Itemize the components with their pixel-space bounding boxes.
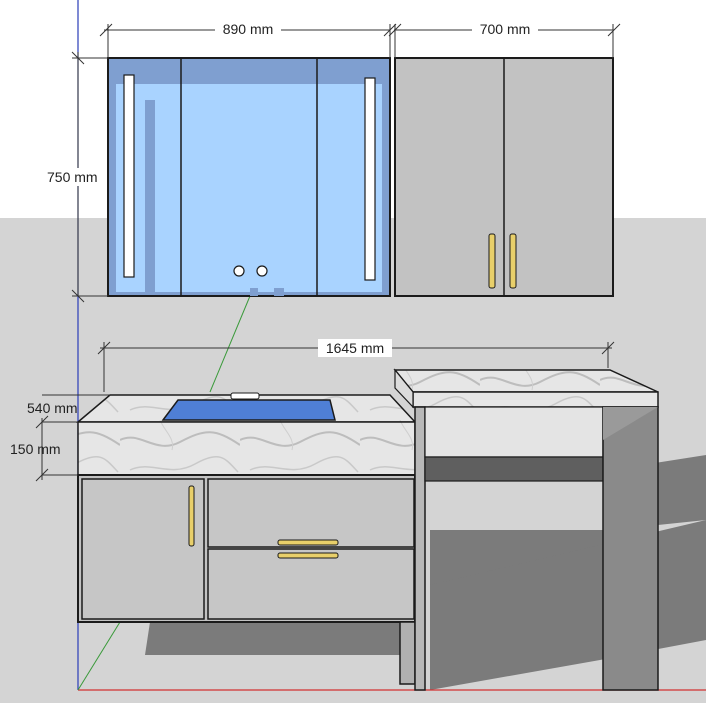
led-strip-left [123,74,135,278]
door-handle [188,485,195,547]
wall-cabinet-handle-right [509,233,517,289]
drawer-handle-bottom [277,552,339,559]
dimension-label-backs [46,20,538,357]
led-strip-right [364,77,376,281]
mirror-button-2 [256,265,268,277]
vanity-base-cabinet [77,474,416,685]
vanity-countertop [75,392,417,476]
mirror-button-1 [233,265,245,277]
dimension-label-540: 540 mm [27,400,78,416]
dimension-label-1645: 1645 mm [326,340,384,356]
mirror-cabinet [107,57,391,297]
wall-cabinet [394,57,614,297]
vanity-desk-section [393,368,659,691]
dimension-label-150: 150 mm [10,441,61,457]
green-axis-line-upper [209,295,251,393]
green-axis-line [77,621,121,691]
basin [161,399,336,421]
dimension-label-890: 890 mm [223,21,274,37]
dimension-label-750: 750 mm [47,169,98,185]
dimension-label-700: 700 mm [480,21,531,37]
wall-cabinet-handle-left [488,233,496,289]
drawer-handle-top [277,539,339,546]
faucet [230,392,260,400]
